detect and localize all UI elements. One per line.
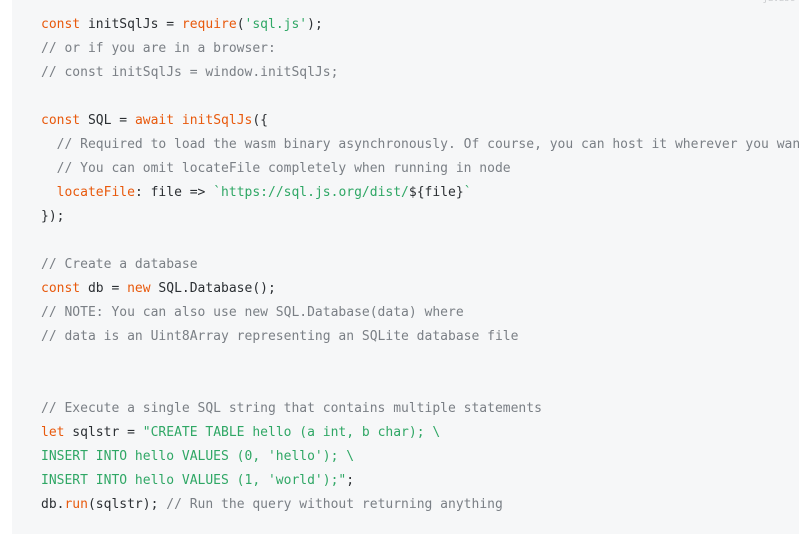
code-line: // Create a database bbox=[41, 253, 799, 277]
code-block[interactable]: javasc const initSqlJs = require('sql.js… bbox=[12, 0, 799, 534]
code-token: ` bbox=[463, 185, 472, 200]
code-line: let sqlstr = "CREATE TABLE hello (a int,… bbox=[41, 421, 799, 445]
code-token: const bbox=[41, 281, 81, 296]
code-token: // NOTE: You can also use new SQL.Databa… bbox=[41, 305, 464, 320]
code-token: // Required to load the wasm binary asyn… bbox=[41, 137, 799, 152]
code-token: // Run the query without returning anyth… bbox=[166, 497, 503, 512]
language-label: javasc bbox=[762, 0, 795, 4]
code-token: : file => bbox=[134, 185, 214, 200]
code-token: const bbox=[41, 17, 81, 32]
code-token: 'sql.js' bbox=[244, 17, 308, 32]
code-token: // const initSqlJs = window.initSqlJs; bbox=[41, 65, 339, 80]
code-token: await bbox=[134, 113, 175, 128]
code-line bbox=[41, 229, 799, 253]
code-line: const initSqlJs = require('sql.js'); bbox=[41, 13, 799, 37]
code-line: INSERT INTO hello VALUES (1, 'world');"; bbox=[41, 469, 799, 493]
code-token: ${file} bbox=[408, 185, 464, 200]
code-token: ; bbox=[346, 473, 355, 488]
code-token: ); bbox=[307, 17, 323, 32]
code-token: // or if you are in a browser: bbox=[41, 41, 276, 56]
code-token: db = bbox=[80, 281, 128, 296]
code-line bbox=[41, 349, 799, 373]
code-token: INSERT INTO hello VALUES (1, 'world');" bbox=[41, 473, 347, 488]
code-token: }); bbox=[41, 209, 65, 224]
code-token: // data is an Uint8Array representing an… bbox=[41, 329, 519, 344]
code-token: ({ bbox=[252, 113, 269, 128]
code-line: }); bbox=[41, 205, 799, 229]
code-line: // NOTE: You can also use new SQL.Databa… bbox=[41, 301, 799, 325]
code-line: // You can omit locateFile completely wh… bbox=[41, 157, 799, 181]
code-token: run bbox=[64, 497, 88, 512]
code-token: (sqlstr); bbox=[87, 497, 167, 512]
code-token: let bbox=[41, 425, 65, 440]
code-token: new bbox=[127, 281, 151, 296]
code-token: // Execute a single SQL string that cont… bbox=[41, 401, 542, 416]
code-line: // const initSqlJs = window.initSqlJs; bbox=[41, 61, 799, 85]
code-token: initSqlJs bbox=[181, 113, 253, 128]
code-token: // You can omit locateFile completely wh… bbox=[41, 161, 511, 176]
code-token: INSERT INTO hello VALUES (0, 'hello'); \ bbox=[41, 449, 355, 464]
code-token bbox=[174, 113, 182, 128]
code-token: db. bbox=[41, 497, 65, 512]
code-token: initSqlJs = bbox=[80, 17, 182, 32]
code-line: // or if you are in a browser: bbox=[41, 37, 799, 61]
code-token: const bbox=[41, 113, 81, 128]
code-token: SQL.Database(); bbox=[150, 281, 276, 296]
code-token: locateFile bbox=[56, 185, 135, 200]
code-line bbox=[41, 373, 799, 397]
code-line: // data is an Uint8Array representing an… bbox=[41, 325, 799, 349]
code-line: const db = new SQL.Database(); bbox=[41, 277, 799, 301]
code-token: `https://sql.js.org/dist/ bbox=[213, 185, 409, 200]
code-line: locateFile: file => `https://sql.js.org/… bbox=[41, 181, 799, 205]
code-token: SQL = bbox=[80, 113, 135, 128]
code-token: "CREATE TABLE hello (a int, b char); \ bbox=[142, 425, 441, 440]
code-line: // Required to load the wasm binary asyn… bbox=[41, 133, 799, 157]
code-content[interactable]: const initSqlJs = require('sql.js'); // o… bbox=[41, 13, 799, 517]
code-line: // Execute a single SQL string that cont… bbox=[41, 397, 799, 421]
code-token bbox=[41, 185, 57, 200]
code-token: // Create a database bbox=[41, 257, 198, 272]
code-token: sqlstr = bbox=[64, 425, 143, 440]
code-line: db.run(sqlstr); // Run the query without… bbox=[41, 493, 799, 517]
code-token: require bbox=[181, 17, 237, 32]
code-line: const SQL = await initSqlJs({ bbox=[41, 109, 799, 133]
code-line: INSERT INTO hello VALUES (0, 'hello'); \ bbox=[41, 445, 799, 469]
code-token: ( bbox=[236, 17, 245, 32]
code-line bbox=[41, 85, 799, 109]
